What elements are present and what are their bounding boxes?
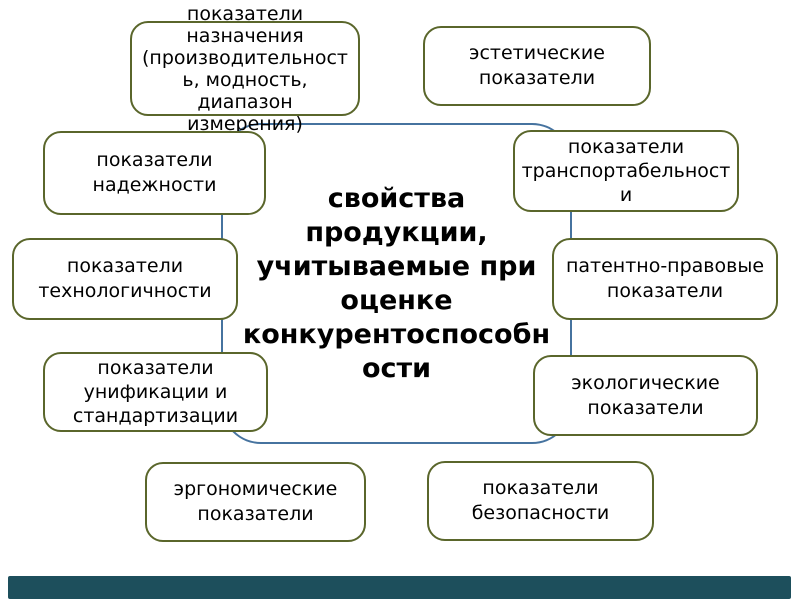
footer-bar — [8, 576, 791, 599]
node-label: показатели безопасности — [471, 477, 610, 524]
node-label: показатели назначения (производительност… — [142, 2, 348, 135]
node-label: экологические показатели — [571, 371, 720, 419]
node-label: эстетические показатели — [469, 42, 605, 89]
node-pokazateli-nadezhnosti: показатели надежности — [43, 131, 266, 215]
node-patentno-pravovye-pokazateli: патентно-правовые показатели — [552, 238, 778, 320]
node-esteticheskie-pokazateli: эстетические показатели — [423, 26, 651, 106]
node-pokazateli-unifikatsii: показатели унификации и стандартизации — [43, 352, 268, 432]
node-label: показатели технологичности — [38, 255, 212, 302]
node-ekologicheskie-pokazateli: экологические показатели — [533, 355, 758, 436]
node-label: эргономические показатели — [173, 478, 338, 525]
node-pokazateli-transportabelnosti: показатели транспортабельност и — [513, 130, 739, 212]
node-label: показатели транспортабельност и — [521, 136, 731, 206]
node-pokazateli-naznacheniya: показатели назначения (производительност… — [130, 3, 360, 135]
node-pokazateli-bezopasnosti: показатели безопасности — [427, 461, 654, 541]
node-ergonomicheskie-pokazateli: эргономические показатели — [145, 462, 366, 542]
node-label: показатели надежности — [92, 149, 217, 196]
center-title: свойства продукции, учитываемые при оцен… — [242, 182, 551, 384]
node-label: показатели унификации и стандартизации — [72, 357, 239, 427]
node-pokazateli-tekhnologichnosti: показатели технологичности — [12, 238, 238, 320]
node-label: патентно-правовые показатели — [565, 255, 765, 302]
